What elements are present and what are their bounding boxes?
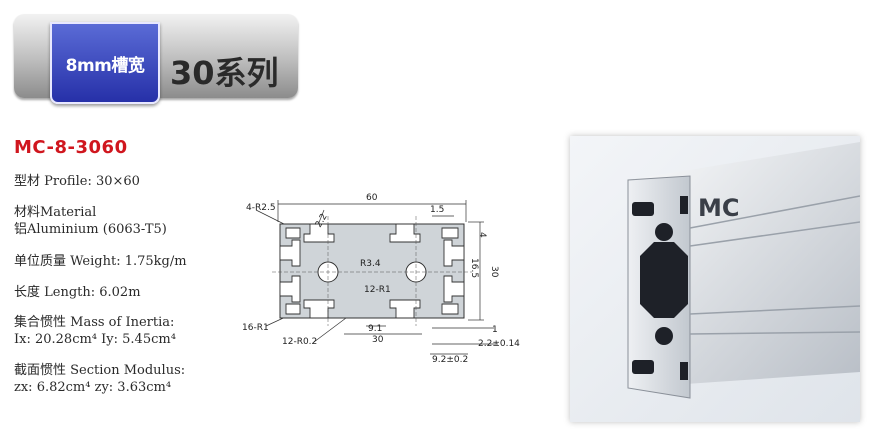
model-number: MC-8-3060 (14, 137, 128, 158)
profile-cross-section-drawing: 60 4-R2.5 2.2 1.5 4 R3.4 16.5 30 12-R1 1… (242, 193, 520, 365)
spec-material-value: 铝Aluminium (6063-T5) (14, 222, 167, 237)
dim-1-5: 1.5 (430, 205, 444, 215)
aluminium-profile-image: MC (627, 142, 861, 399)
dim-16-r1: 16-R1 (242, 323, 269, 333)
dim-r2-5: 4-R2.5 (246, 203, 276, 213)
series-banner: 8mm槽宽 30系列 (14, 14, 298, 104)
dim-width-60: 60 (366, 193, 378, 203)
photo-brand-label: MC (698, 194, 740, 222)
spec-length: 长度 Length: 6.02m (14, 285, 141, 300)
spec-profile: 型材 Profile: 30×60 (14, 174, 140, 189)
dim-9-1: 9.1 (368, 324, 382, 334)
dim-30-horizontal: 30 (372, 335, 384, 345)
dim-1: 1 (492, 325, 498, 335)
series-title: 30系列 (170, 54, 279, 92)
dim-12-r1: 12-R1 (364, 285, 391, 295)
spec-inertia-label: 集合惯性 Mass of Inertia: (14, 315, 175, 330)
dim-2-2-tolerance: 2.2±0.14 (478, 339, 520, 349)
spec-modulus-label: 截面惯性 Section Modulus: (14, 363, 186, 378)
dim-30-vertical: 30 (489, 266, 499, 278)
slot-width-tab: 8mm槽宽 (50, 22, 160, 104)
dim-r3-4: R3.4 (360, 259, 381, 269)
slot-width-label: 8mm槽宽 (65, 55, 145, 76)
dim-4: 4 (477, 232, 487, 238)
spec-modulus-values: zx: 6.82cm⁴ zy: 3.63cm⁴ (14, 380, 172, 395)
dim-16-5: 16.5 (469, 258, 479, 278)
product-photo: MC (570, 136, 861, 422)
dim-12-r0-2: 12-R0.2 (282, 337, 317, 347)
spec-weight: 单位质量 Weight: 1.75kg/m (14, 254, 187, 269)
dim-9-2-tolerance: 9.2±0.2 (432, 355, 468, 365)
spec-inertia-values: Ix: 20.28cm⁴ Iy: 5.45cm⁴ (14, 332, 176, 347)
spec-material-label: 材料Material (14, 205, 97, 220)
